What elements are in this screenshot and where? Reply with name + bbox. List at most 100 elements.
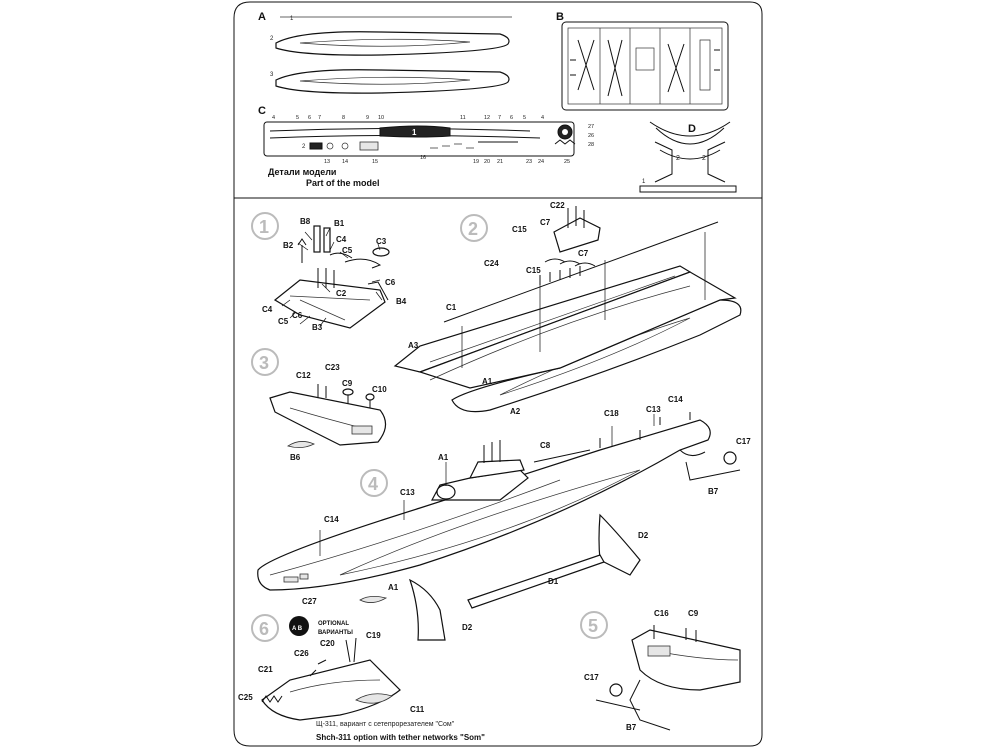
part-callout: B2 xyxy=(283,241,294,250)
footer-caption-en: Shch-311 option with tether networks "So… xyxy=(316,733,485,742)
part-callout: B1 xyxy=(334,219,345,228)
c-part-number: 7 xyxy=(318,115,321,121)
c-part-number: 8 xyxy=(342,115,345,121)
c-part-number: 16 xyxy=(420,155,426,161)
part-callout: C12 xyxy=(296,371,311,380)
step-number-4: 4 xyxy=(368,474,378,494)
sprue-label-d: D xyxy=(688,123,696,135)
step6-labels: C20 C19 C26 C21 C25 C11 xyxy=(238,631,425,714)
d-part-number: 1 xyxy=(642,179,646,185)
c-part-number: 5 xyxy=(296,115,299,121)
c-part-number: 15 xyxy=(372,159,378,165)
part-callout: C18 xyxy=(604,409,619,418)
part-callout: C5 xyxy=(278,317,289,326)
c-part-number: 20 xyxy=(484,159,490,165)
d-part-number: 2 xyxy=(676,155,680,162)
part-callout: C20 xyxy=(320,639,335,648)
part-callout: C17 xyxy=(736,437,751,446)
step-number-5: 5 xyxy=(588,616,598,636)
part-callout: A2 xyxy=(510,407,521,416)
step1-labels: B8 B1 B2 C4 C5 C3 C2 C6 B4 C4 C5 C6 B3 xyxy=(262,217,407,332)
part-callout: C11 xyxy=(410,705,425,714)
step-number-2: 2 xyxy=(468,219,478,239)
c-part-number: 28 xyxy=(588,142,594,148)
step-number-6: 6 xyxy=(259,619,269,639)
part-callout: D2 xyxy=(638,531,649,540)
part-callout: B8 xyxy=(300,217,311,226)
part-callout: B4 xyxy=(396,297,407,306)
part-callout: C25 xyxy=(238,693,253,702)
optional-badge: A B xyxy=(292,626,303,632)
c-part-number: 24 xyxy=(538,159,544,165)
part-callout: C10 xyxy=(372,385,387,394)
part-callout: C14 xyxy=(324,515,339,524)
footer-caption-ru: Щ-311, вариант с сетепрорезателем "Сом" xyxy=(316,721,455,728)
part-callout: C8 xyxy=(540,441,551,450)
step4-drawing: A1 C8 C18 C13 C14 C17 B7 C13 C14 C27 A1 … xyxy=(257,395,751,641)
step1-drawing: B8 B1 B2 C4 C5 C3 C2 C6 B4 C4 C5 C6 B3 xyxy=(262,217,407,332)
step3-drawing: C12 C23 C9 C10 B6 xyxy=(269,363,387,462)
part-callout: C19 xyxy=(366,631,381,640)
step4-labels: A1 C8 C18 C13 C14 C17 B7 C13 C14 C27 A1 … xyxy=(302,395,751,632)
sprue-a-parts: 1 2 3 xyxy=(270,16,512,94)
step3-labels: C12 C23 C9 C10 B6 xyxy=(290,363,387,462)
part-callout: C2 xyxy=(336,289,347,298)
part-callout: C13 xyxy=(646,405,661,414)
c-part-number: 5 xyxy=(523,115,526,121)
part-callout: C15 xyxy=(526,266,541,275)
parts-panel: A 1 2 3 B D xyxy=(233,1,763,199)
c-part-number: 27 xyxy=(588,124,594,130)
c-part-number: 12 xyxy=(484,115,490,121)
part-callout: D2 xyxy=(462,623,473,632)
c-small-number: 2 xyxy=(302,144,306,150)
optional-label-ru: ВАРИАНТЫ xyxy=(318,630,353,636)
c-bottom-numbers: 13 14 15 16 19 20 21 23 24 25 xyxy=(324,155,570,165)
part-callout: A1 xyxy=(482,377,493,386)
c-part-number: 13 xyxy=(324,159,330,165)
part-callout: C17 xyxy=(584,673,599,682)
part-callout: C24 xyxy=(484,259,499,268)
step-number-1: 1 xyxy=(259,217,269,237)
c-part-number: 6 xyxy=(308,115,311,121)
c-part-number: 23 xyxy=(526,159,532,165)
step2-labels: C22 C7 C15 C7 C24 C15 C1 A3 A1 A2 xyxy=(408,201,589,416)
c-part-number: 21 xyxy=(497,159,503,165)
part-callout: C4 xyxy=(336,235,347,244)
part-callout: C6 xyxy=(292,311,303,320)
c-side-numbers: 27 26 28 xyxy=(588,124,594,148)
part-callout: B6 xyxy=(290,453,301,462)
assembly-panel xyxy=(233,197,763,747)
step2-drawing: C22 C7 C15 C7 C24 C15 C1 A3 A1 A2 xyxy=(393,201,742,416)
a-part-number: 2 xyxy=(270,36,274,42)
part-callout: C16 xyxy=(654,609,669,618)
c-part-number: 11 xyxy=(460,115,466,121)
sprue-b-frame xyxy=(561,21,729,111)
step6-drawing: A B OPTIONAL ВАРИАНТЫ C20 C19 C26 C21 C2… xyxy=(238,616,425,721)
part-callout: C14 xyxy=(668,395,683,404)
sprue-label-c: C xyxy=(258,105,266,117)
c-part-number: 4 xyxy=(541,115,544,121)
part-callout: C7 xyxy=(540,218,551,227)
part-callout: C6 xyxy=(385,278,396,287)
part-callout: C3 xyxy=(376,237,387,246)
c-part-number: 4 xyxy=(272,115,275,121)
c-part-number: 9 xyxy=(366,115,369,121)
part-callout: C9 xyxy=(688,609,699,618)
part-callout: C7 xyxy=(578,249,589,258)
part-callout: C21 xyxy=(258,665,273,674)
step5-labels: C16 C9 C17 B7 xyxy=(584,609,699,732)
part-callout: C4 xyxy=(262,305,273,314)
step5-drawing: C16 C9 C17 B7 xyxy=(584,609,741,732)
part-callout: B3 xyxy=(312,323,323,332)
step-number-3: 3 xyxy=(259,353,269,373)
d-part-number: 2 xyxy=(702,155,706,162)
optional-label-en: OPTIONAL xyxy=(318,621,349,627)
c-top-numbers: 4 5 6 7 8 9 10 11 12 7 6 5 4 xyxy=(272,115,544,121)
part-callout: B7 xyxy=(708,487,719,496)
c-part-number: 25 xyxy=(564,159,570,165)
part-callout: C22 xyxy=(550,201,565,210)
part-callout: C5 xyxy=(342,246,353,255)
part-callout: D1 xyxy=(548,577,559,586)
c-part-number: 10 xyxy=(378,115,384,121)
